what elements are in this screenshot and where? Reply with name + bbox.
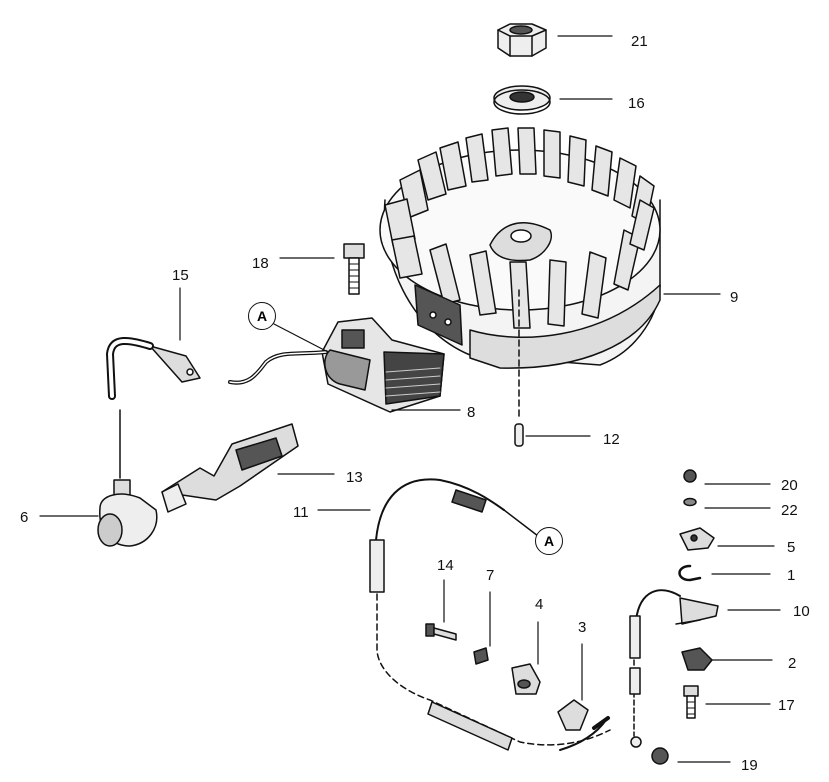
part-label-21: 21 xyxy=(631,33,648,50)
small-screw-part xyxy=(425,623,457,641)
part-label-12: 12 xyxy=(603,431,620,448)
leader-lines xyxy=(39,35,781,763)
part-label-17: 17 xyxy=(778,697,795,714)
stop-switch-wire-part xyxy=(629,589,719,737)
spark-plug-cap-part xyxy=(97,337,158,547)
hex-nut-small-part xyxy=(651,747,669,765)
part-label-14: 14 xyxy=(437,557,454,574)
plate-part xyxy=(679,527,715,551)
part-label-18: 18 xyxy=(252,255,269,272)
part-label-3: 3 xyxy=(578,619,587,636)
holder-part xyxy=(681,647,713,671)
washer-part xyxy=(493,85,551,115)
connector-mark-a-bottom: A xyxy=(535,527,563,555)
part-label-19: 19 xyxy=(741,757,758,774)
part-label-6: 6 xyxy=(20,509,29,526)
terminal-part xyxy=(473,647,489,665)
screw-part xyxy=(683,685,699,719)
switch-clip-part xyxy=(557,699,642,751)
part-label-4: 4 xyxy=(535,596,544,613)
part-label-11: 11 xyxy=(293,504,309,521)
part-label-20: 20 xyxy=(781,477,798,494)
connector-mark-a-top: A xyxy=(248,302,276,330)
stop-wire-part xyxy=(369,478,611,751)
flywheel-part xyxy=(379,127,661,369)
c-clip-part xyxy=(678,564,702,582)
part-label-22: 22 xyxy=(781,502,798,519)
lock-washer-part xyxy=(683,497,697,507)
ignition-bolt-part xyxy=(343,243,365,295)
part-label-1: 1 xyxy=(787,567,796,584)
part-label-5: 5 xyxy=(787,539,796,556)
part-label-2: 2 xyxy=(788,655,797,672)
part-label-13: 13 xyxy=(346,469,363,486)
part-label-10: 10 xyxy=(793,603,810,620)
part-label-16: 16 xyxy=(628,95,645,112)
part-label-7: 7 xyxy=(486,567,495,584)
ignition-wire-part xyxy=(149,345,328,385)
clip-part xyxy=(511,663,541,695)
woodruff-key-part xyxy=(514,289,524,447)
small-nut-part xyxy=(683,469,697,483)
part-label-9: 9 xyxy=(730,289,739,306)
part-label-15: 15 xyxy=(172,267,189,284)
ignition-coil-part xyxy=(321,317,445,413)
part-label-8: 8 xyxy=(467,404,476,421)
hex-nut-part xyxy=(497,23,547,57)
spark-plug-part xyxy=(161,423,299,513)
